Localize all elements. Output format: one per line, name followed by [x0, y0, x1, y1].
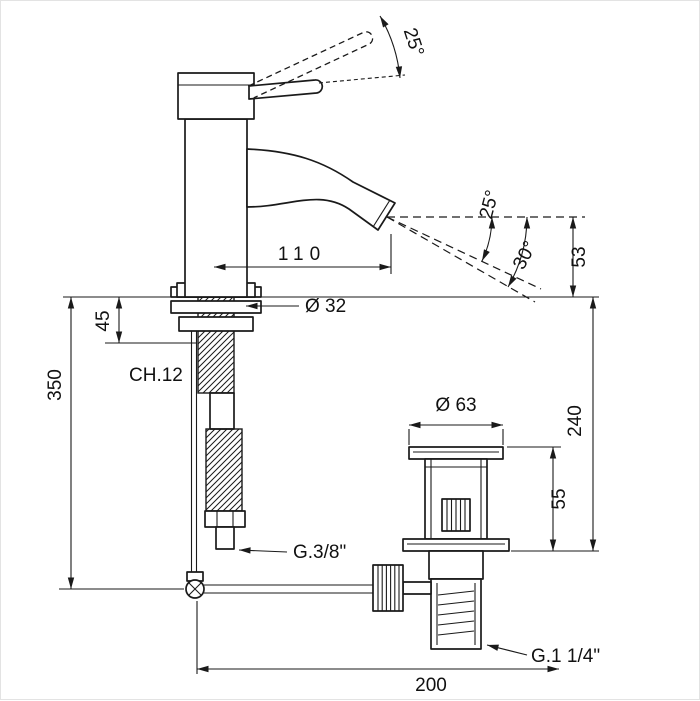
spray-angle-lines: 25° 30°	[386, 188, 585, 303]
dim-240-label: 240	[565, 405, 586, 437]
spray-angle-inner-label: 25°	[476, 188, 504, 221]
label-shank-diameter: Ø 32	[246, 296, 346, 317]
flexible-hose	[204, 392, 246, 550]
waste-flange-diameter-label: Ø 63	[435, 395, 476, 416]
label-hose-thread: G.3/8"	[238, 542, 346, 563]
dimension-53: 53	[569, 217, 590, 297]
dim-55-label: 55	[549, 488, 570, 509]
handle-angle-label: 25°	[399, 25, 428, 59]
label-waste-thread: G.1 1/4"	[486, 644, 600, 667]
spout	[246, 148, 396, 231]
shank-diameter-label: Ø 32	[305, 296, 346, 317]
handle-angle-dimension: 25°	[318, 15, 428, 84]
dim-200-label: 200	[415, 675, 447, 696]
dimension-110: 110	[214, 234, 392, 274]
spray-angle-outer-label: 30°	[509, 238, 541, 273]
mounting-assembly	[170, 286, 262, 394]
aerator-line	[372, 199, 391, 228]
label-wrench-size: CH.12	[129, 365, 183, 386]
dim-53-label: 53	[569, 246, 590, 267]
waste-thread-label: G.1 1/4"	[531, 646, 600, 667]
hose-thread-label: G.3/8"	[293, 542, 346, 563]
dimension-45: 45	[93, 297, 197, 344]
dimension-350: 350	[45, 297, 184, 590]
dimension-55: 55	[507, 446, 570, 551]
dimension-200: 200	[196, 601, 559, 696]
wrench-size-label: CH.12	[129, 365, 183, 386]
dimension-240: 240	[511, 297, 599, 552]
pop-up-rod-linkage	[185, 331, 373, 599]
waste-tailpipe	[430, 578, 482, 650]
dim-110-label: 110	[278, 244, 326, 265]
waste-assembly: Ø 63	[372, 395, 510, 650]
dim-350-label: 350	[45, 369, 66, 401]
handle-lever	[248, 79, 324, 100]
dim-45-label: 45	[93, 310, 114, 331]
